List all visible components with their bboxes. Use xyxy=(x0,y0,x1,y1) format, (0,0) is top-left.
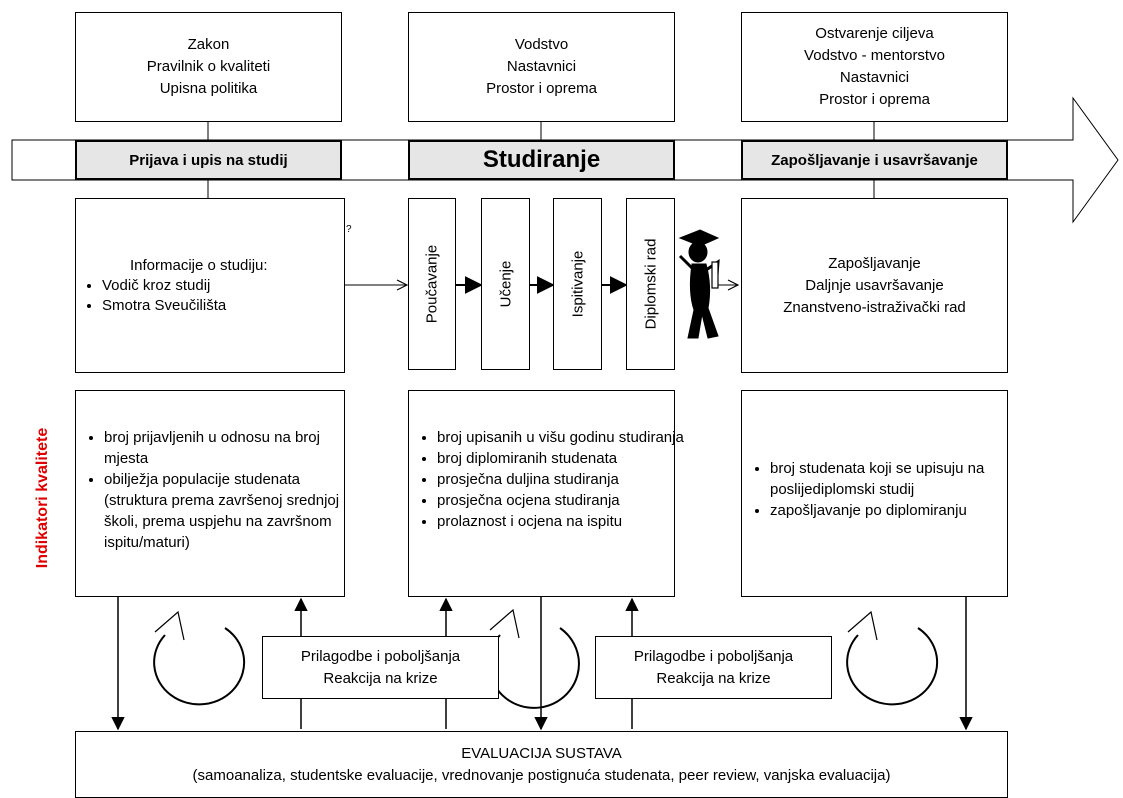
adjustment-line: Reakcija na krize xyxy=(656,669,771,687)
top-box-leadership: Vodstvo Nastavnici Prostor i oprema xyxy=(408,12,675,122)
outcome-line: Znanstveno-istraživački rad xyxy=(783,298,966,316)
top-middle-line: Prostor i oprema xyxy=(486,80,597,97)
step-thesis: Diplomski rad xyxy=(626,198,675,370)
phase-enrollment: Prijava i upis na studij xyxy=(75,140,342,180)
indicator-item: prosječna ocjena studiranja xyxy=(437,490,687,511)
indicator-item: broj upisanih u višu godinu studiranja xyxy=(437,427,687,448)
outcome-line: Daljnje usavršavanje xyxy=(805,276,944,294)
step-label: Diplomski rad xyxy=(642,238,659,330)
indicator-item: obilježja populacije studenata (struktur… xyxy=(104,469,354,553)
top-left-line: Upisna politika xyxy=(159,80,258,97)
top-middle-line: Vodstvo xyxy=(514,36,569,53)
cycle-arrow-middle xyxy=(487,608,580,709)
outcome-line: Zapošljavanje xyxy=(828,254,921,272)
adjustment-line: Prilagodbe i poboljšanja xyxy=(633,647,794,665)
step-learning: Učenje xyxy=(481,198,530,370)
indicator-item: prosječna duljina studiranja xyxy=(437,469,687,490)
outcomes-box: Zapošljavanje Daljnje usavršavanje Znans… xyxy=(741,198,1008,373)
step-label: Ispitivanje xyxy=(569,250,586,318)
top-middle-line: Nastavnici xyxy=(506,58,577,75)
cycle-arrow-left xyxy=(153,610,246,706)
top-right-line: Vodstvo - mentorstvo xyxy=(804,47,945,64)
adjustment-box-right: Prilagodbe i poboljšanja Reakcija na kri… xyxy=(595,636,832,699)
indicator-item: broj prijavljenih u odnosu na broj mjest… xyxy=(104,427,354,469)
top-right-line: Nastavnici xyxy=(839,69,910,86)
phase-employment: Zapošljavanje i usavršavanje xyxy=(741,140,1008,180)
indicator-item: zapošljavanje po diplomiranju xyxy=(770,500,1020,521)
info-title: Informacije o studiju: xyxy=(130,257,268,274)
top-right-line: Prostor i oprema xyxy=(819,91,930,108)
top-left-line: Zakon xyxy=(187,36,230,53)
step-label: Poučavanje xyxy=(423,244,441,324)
indicator-item: broj studenata koji se upisuju na poslij… xyxy=(770,458,1020,500)
indicator-box-employment: broj studenata koji se upisuju na poslij… xyxy=(741,390,1008,597)
info-item: Smotra Sveučilišta xyxy=(102,296,226,316)
indicator-item: broj diplomiranih studenata xyxy=(437,448,687,469)
indicator-box-enrollment: broj prijavljenih u odnosu na broj mjest… xyxy=(75,390,345,597)
svg-text:?: ? xyxy=(346,224,352,235)
indicator-item: prolaznost i ocjena na ispitu xyxy=(437,511,687,532)
info-item: Vodič kroz studij xyxy=(102,276,226,296)
top-left-line: Pravilnik o kvaliteti xyxy=(146,58,271,75)
adjustment-line: Reakcija na krize xyxy=(323,669,438,687)
info-box: Informacije o studiju: Vodič kroz studij… xyxy=(75,198,345,373)
indicator-box-studying: broj upisanih u višu godinu studiranja b… xyxy=(408,390,684,597)
adjustment-line: Prilagodbe i poboljšanja xyxy=(300,647,461,665)
top-box-law: Zakon Pravilnik o kvaliteti Upisna polit… xyxy=(75,12,342,122)
evaluation-box: EVALUACIJA SUSTAVA (samoanaliza, student… xyxy=(75,731,1008,798)
step-teaching: Poučavanje xyxy=(408,198,456,370)
cycle-arrow-right xyxy=(846,610,939,706)
top-right-line: Ostvarenje ciljeva xyxy=(815,25,934,42)
evaluation-title: EVALUACIJA SUSTAVA xyxy=(461,744,622,762)
step-examining: Ispitivanje xyxy=(553,198,602,370)
phase-studying: Studiranje xyxy=(408,140,675,180)
evaluation-subtitle: (samoanaliza, studentske evaluacije, vre… xyxy=(192,766,891,784)
quality-indicators-label: Indikatori kvalitete xyxy=(34,427,51,569)
adjustment-box-left: Prilagodbe i poboljšanja Reakcija na kri… xyxy=(262,636,499,699)
top-box-goals: Ostvarenje ciljeva Vodstvo - mentorstvo … xyxy=(741,12,1008,122)
graduate-figure xyxy=(678,229,720,339)
step-label: Učenje xyxy=(497,260,514,308)
